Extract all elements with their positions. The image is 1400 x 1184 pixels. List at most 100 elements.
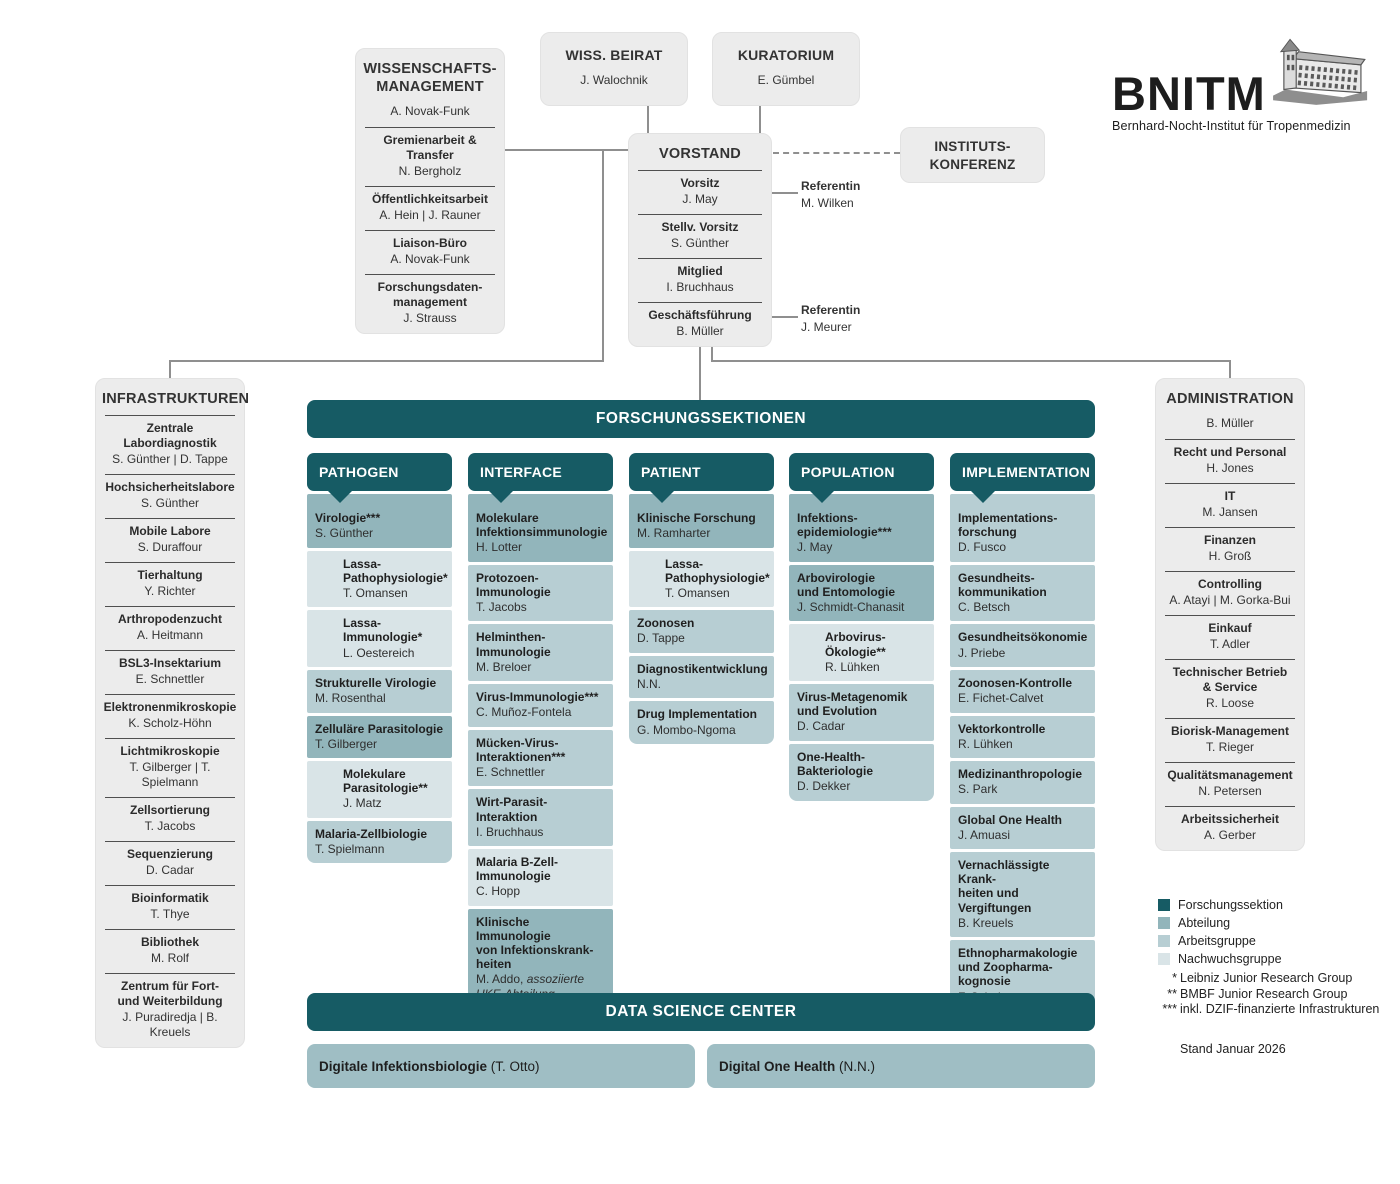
divider: [1165, 806, 1295, 808]
group-lead: D. Tappe: [637, 631, 685, 646]
legend-label: Forschungssektion: [1178, 898, 1283, 912]
bnitm-building-illustration: [1272, 38, 1367, 105]
group-title: Mücken-Virus- Interaktionen***: [476, 735, 566, 764]
org-unit-title: BSL3-Insektarium: [118, 656, 222, 671]
org-unit-title: Biorisk-Management: [1170, 724, 1290, 739]
footnote-text: inkl. DZIF-finanzierte Infrastrukturen: [1180, 1002, 1380, 1017]
org-unit-title: Recht und Personal: [1173, 445, 1287, 460]
connector-line: [602, 149, 604, 362]
org-unit-title: Bibliothek: [140, 935, 199, 950]
section-header: INTERFACE: [468, 453, 613, 491]
group-lead: D. Dekker: [797, 779, 851, 794]
org-unit-lead: A. Atayi | M. Gorka-Bui: [1169, 593, 1291, 608]
connector-line: [169, 360, 603, 362]
group-lead: T. Omansen: [665, 585, 730, 600]
group-lead: D. Cadar: [797, 719, 846, 734]
panel-title: ADMINISTRATION: [1166, 391, 1294, 407]
org-unit-lead: S. Günther: [140, 496, 200, 511]
panel-head-name: J. Walochnik: [580, 73, 648, 88]
group-title: Infektions- epidemiologie***: [797, 511, 892, 540]
bnitm-logo-row: BNITM: [1112, 28, 1370, 117]
legend-label: Nachwuchsgruppe: [1178, 952, 1282, 966]
group-title: Diagnostikentwicklung: [637, 661, 768, 676]
org-unit-lead: J. Puradiredja | B. Kreuels: [122, 1010, 218, 1040]
org-unit-title: Geschäftsführung: [648, 308, 752, 323]
connector-line: [772, 316, 798, 318]
org-unit-lead: J. Strauss: [403, 311, 457, 326]
group-title: Medizinanthropologie: [958, 767, 1082, 782]
group-title: Virus-Metagenomik und Evolution: [797, 690, 908, 719]
org-unit-lead: M. Jansen: [1202, 505, 1258, 520]
group-lead: S. Park: [958, 782, 998, 797]
org-unit-lead: A. Gerber: [1203, 828, 1257, 843]
group-lead: C. Muñoz-Fontela: [476, 705, 572, 720]
group-lead: T. Gilberger: [315, 736, 378, 751]
divider: [1165, 483, 1295, 485]
org-unit-title: Stellv. Vorsitz: [661, 220, 739, 235]
org-unit-title: Technischer Betrieb & Service: [1172, 665, 1288, 695]
group-title: Virologie***: [315, 511, 381, 525]
group-title: Strukturelle Virologie: [315, 675, 437, 690]
section-header-pointer-icon: [488, 490, 514, 503]
group-lead: T. Omansen: [343, 585, 408, 600]
org-unit-lead: H. Groß: [1208, 549, 1252, 564]
group-lead: J. Matz: [343, 796, 382, 811]
group-title: Drug Implementation: [637, 707, 758, 722]
org-unit-lead: H. Jones: [1206, 461, 1254, 476]
referent-block: Referentin J. Meurer: [801, 302, 860, 337]
org-unit-title: Sequenzierung: [126, 847, 213, 862]
group-title: Lassa-Immunologie*: [343, 616, 423, 645]
group-lead: M. Breloer: [476, 659, 532, 674]
org-unit-lead: B. Müller: [676, 324, 724, 339]
group-box: Lassa-Immunologie*L. Oestereich: [307, 610, 452, 667]
section-header: PATIENT: [629, 453, 774, 491]
group-title: Ethnopharmakologie und Zoopharma- kognos…: [958, 946, 1078, 989]
referent-name: J. Meurer: [801, 320, 852, 335]
section-header-pointer-icon: [327, 490, 353, 503]
panel-head-name: B. Müller: [1206, 416, 1254, 431]
org-unit-lead: A. Hein | J. Rauner: [379, 208, 481, 223]
group-title: Vektorkontrolle: [958, 721, 1046, 736]
divider: [105, 518, 235, 520]
referent-block: Referentin M. Wilken: [801, 178, 860, 213]
connector-line: [711, 341, 713, 362]
org-unit-title: Elektronenmikroskopie: [103, 700, 237, 715]
group-lead: L. Oestereich: [343, 645, 415, 660]
panel-title: WISS. BEIRAT: [565, 47, 663, 63]
divider: [105, 797, 235, 799]
legend-item: Arbeitsgruppe: [1158, 934, 1283, 948]
section-header: POPULATION: [789, 453, 934, 491]
group-lead: J. Schmidt-Chanasit: [797, 600, 905, 615]
forschungssektionen-bar: FORSCHUNGSSEKTIONEN: [307, 400, 1095, 438]
referent-role: Referentin: [801, 303, 861, 317]
group-title: Gesundheits- kommunikation: [958, 570, 1047, 599]
dsc-unit-lead: (T. Otto): [487, 1058, 540, 1074]
group-lead: H. Lotter: [476, 540, 523, 555]
org-unit-lead: T. Gilberger | T. Spielmann: [129, 760, 211, 790]
group-title: Lassa- Pathophysiologie*: [343, 556, 448, 585]
connector-line: [647, 105, 649, 134]
org-unit-title: Hochsicherheitslabore: [105, 480, 235, 495]
legend-label: Abteilung: [1178, 916, 1231, 930]
divider: [638, 258, 762, 260]
